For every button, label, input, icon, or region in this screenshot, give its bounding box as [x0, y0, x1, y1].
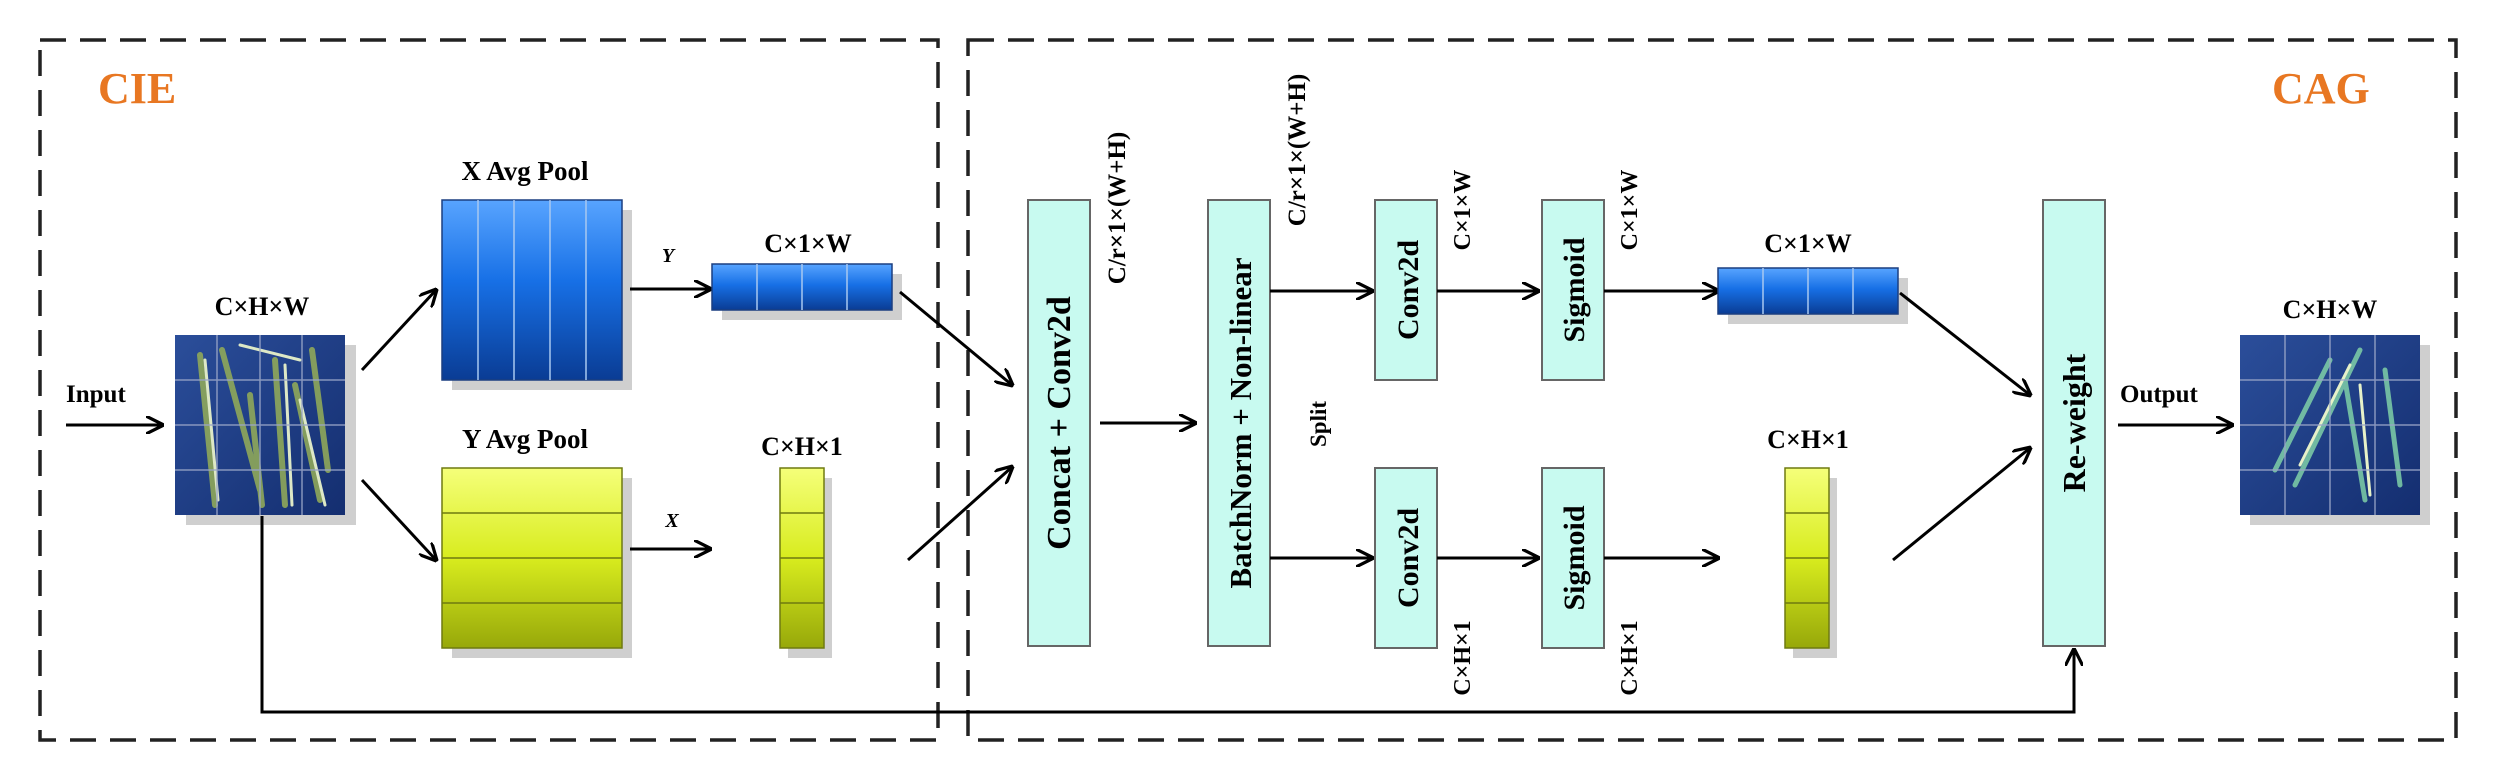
arrow-bottom-strip-to-reweight	[1892, 448, 2030, 562]
bn-shape-label: C/r×1×(W+H)	[1284, 74, 1311, 226]
sig-bottom-label: Sigmoid	[1558, 505, 1591, 610]
cag-top-strip	[1717, 267, 1908, 324]
conv-top-shape-label: C×1×W	[1450, 170, 1476, 251]
arrow-top-strip-to-concat	[899, 290, 1012, 385]
output-image	[2240, 335, 2430, 525]
sig-bottom-shape-label: C×H×1	[1617, 620, 1643, 695]
sig-top-block	[1541, 199, 1605, 381]
cag-bottom-shape-label: C×H×1	[1767, 425, 1849, 454]
split-label: Split	[1306, 401, 1331, 447]
cie-bottom-strip	[779, 467, 832, 658]
cie-section-frame	[38, 38, 940, 742]
bn-block	[1207, 199, 1271, 647]
concat-conv-label: Concat + Conv2d	[1041, 296, 1078, 550]
y-pool-label: Y Avg Pool	[462, 424, 588, 454]
x-pool-block	[441, 199, 632, 390]
reweight-block	[2042, 199, 2106, 647]
concat-conv-block	[1027, 199, 1091, 647]
conv-bottom-label: Conv2d	[1392, 508, 1425, 608]
input-shape-label: C×H×W	[215, 292, 310, 321]
cag-bottom-strip	[1784, 467, 1837, 658]
reweight-label: Re-weight	[2056, 353, 2092, 492]
conv-top-block	[1374, 199, 1438, 381]
input-label: Input	[66, 381, 126, 408]
arrow-to-x-pool	[360, 290, 436, 372]
cie-title: CIE	[98, 64, 176, 113]
cag-section-frame	[966, 38, 2458, 742]
sig-top-label: Sigmoid	[1558, 237, 1591, 342]
arrow-top-strip-to-reweight	[1899, 291, 2030, 395]
conv-top-label: Conv2d	[1392, 240, 1425, 340]
input-image	[175, 335, 356, 525]
skip-connection-arrow	[260, 516, 2074, 714]
x-axis-label: X	[664, 510, 679, 532]
cie-top-shape-label: C×1×W	[764, 229, 851, 258]
cag-title: CAG	[2272, 64, 2370, 113]
concat-shape-label: C/r×1×(W+H)	[1104, 132, 1131, 284]
conv-bottom-shape-label: C×H×1	[1450, 620, 1476, 695]
sig-top-shape-label: C×1×W	[1617, 170, 1643, 251]
cie-top-strip	[711, 263, 902, 320]
bn-label: BatchNorm + Non-linear	[1223, 257, 1258, 588]
cag-top-shape-label: C×1×W	[1764, 229, 1851, 258]
output-shape-label: C×H×W	[2283, 295, 2378, 324]
output-label: Output	[2120, 381, 2198, 408]
arrow-to-y-pool	[360, 478, 436, 560]
y-pool-block	[441, 467, 632, 658]
arrow-bottom-strip-to-concat	[907, 467, 1012, 562]
y-axis-label: Y	[662, 245, 676, 267]
x-pool-label: X Avg Pool	[462, 156, 589, 186]
cie-bottom-shape-label: C×H×1	[761, 432, 843, 461]
conv-bottom-block	[1374, 467, 1438, 649]
